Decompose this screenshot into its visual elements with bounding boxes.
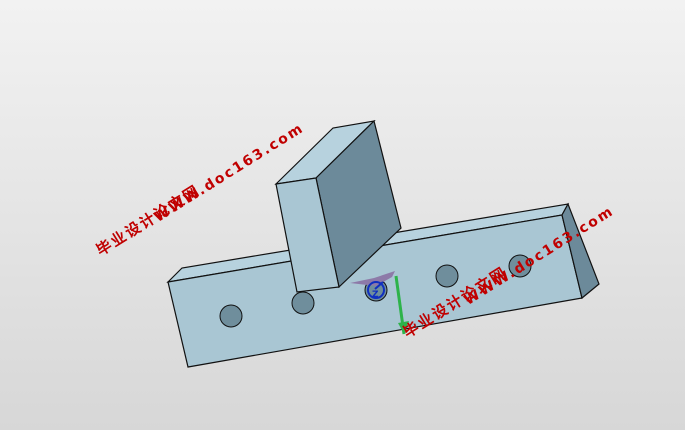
coordinate-triad[interactable]: Z — [350, 271, 409, 335]
z-axis-label: Z — [372, 290, 379, 300]
x-axis-arrow[interactable] — [350, 271, 395, 286]
hole-4[interactable] — [435, 264, 459, 288]
hole-5[interactable] — [508, 254, 532, 278]
vertical-block-front-face[interactable] — [275, 177, 340, 293]
z-axis-pointer[interactable] — [374, 281, 384, 290]
z-axis-marker[interactable] — [367, 281, 385, 299]
base-plate-side-face[interactable] — [561, 202, 600, 300]
vertical-block[interactable] — [274, 119, 402, 293]
hole-1[interactable] — [219, 304, 243, 328]
y-axis-arrowhead[interactable] — [398, 321, 409, 334]
hole-2[interactable] — [291, 291, 315, 315]
